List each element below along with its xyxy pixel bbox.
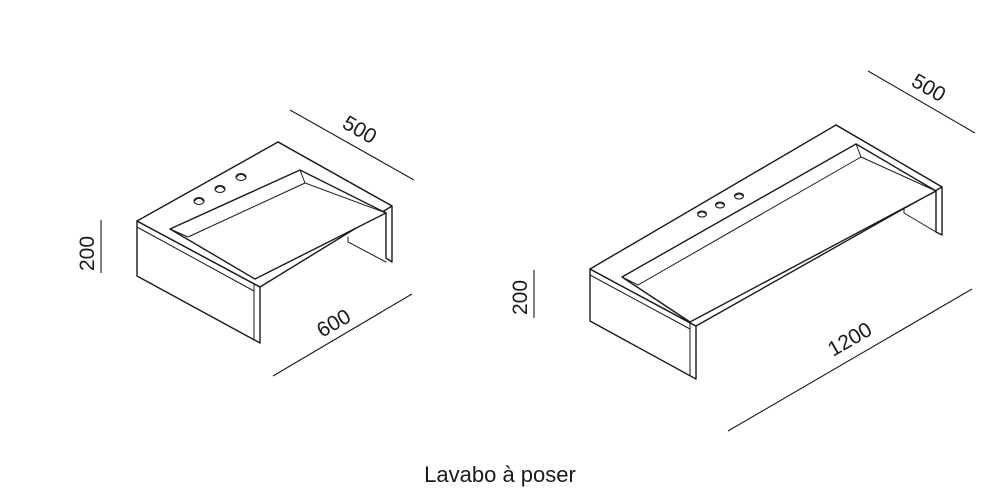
large-sink: [589, 124, 943, 380]
small-height-label: 200: [76, 236, 99, 271]
large-depth-label: 500: [908, 69, 950, 106]
tap-hole-icon: [235, 172, 247, 182]
small-sink-panel-edge-2: [136, 226, 255, 292]
large-sink-tap-holes: [696, 192, 745, 218]
large-sink-leg-edge: [903, 207, 937, 233]
large-sink-basin-rim: [637, 156, 862, 286]
tap-hole-icon: [714, 201, 726, 209]
tap-hole-icon: [696, 210, 708, 218]
small-depth-label: 500: [339, 111, 381, 148]
small-sink-basin-rim-2: [169, 228, 189, 238]
large-width-dimension-line: [727, 288, 973, 432]
caption: Lavabo à poser: [424, 462, 576, 487]
small-depth-dimension-line: [289, 109, 415, 181]
large-depth-dimension-line: [867, 70, 976, 134]
large-sink-basin-rim-2: [621, 276, 639, 286]
small-width-dimension-line: [272, 293, 413, 377]
small-sink-basin-rim: [187, 182, 306, 238]
small-sink-tap-holes: [193, 172, 247, 206]
tap-hole-icon: [193, 196, 205, 206]
small-sink: [136, 141, 393, 344]
large-sink-panel-edge-2: [589, 274, 691, 330]
small-width-label: 600: [313, 305, 355, 342]
tap-hole-icon: [214, 184, 226, 194]
large-height-label: 200: [509, 280, 532, 315]
tap-hole-icon: [733, 192, 745, 200]
small-sink-leg-edge: [347, 236, 387, 263]
large-width-label: 1200: [824, 318, 876, 361]
